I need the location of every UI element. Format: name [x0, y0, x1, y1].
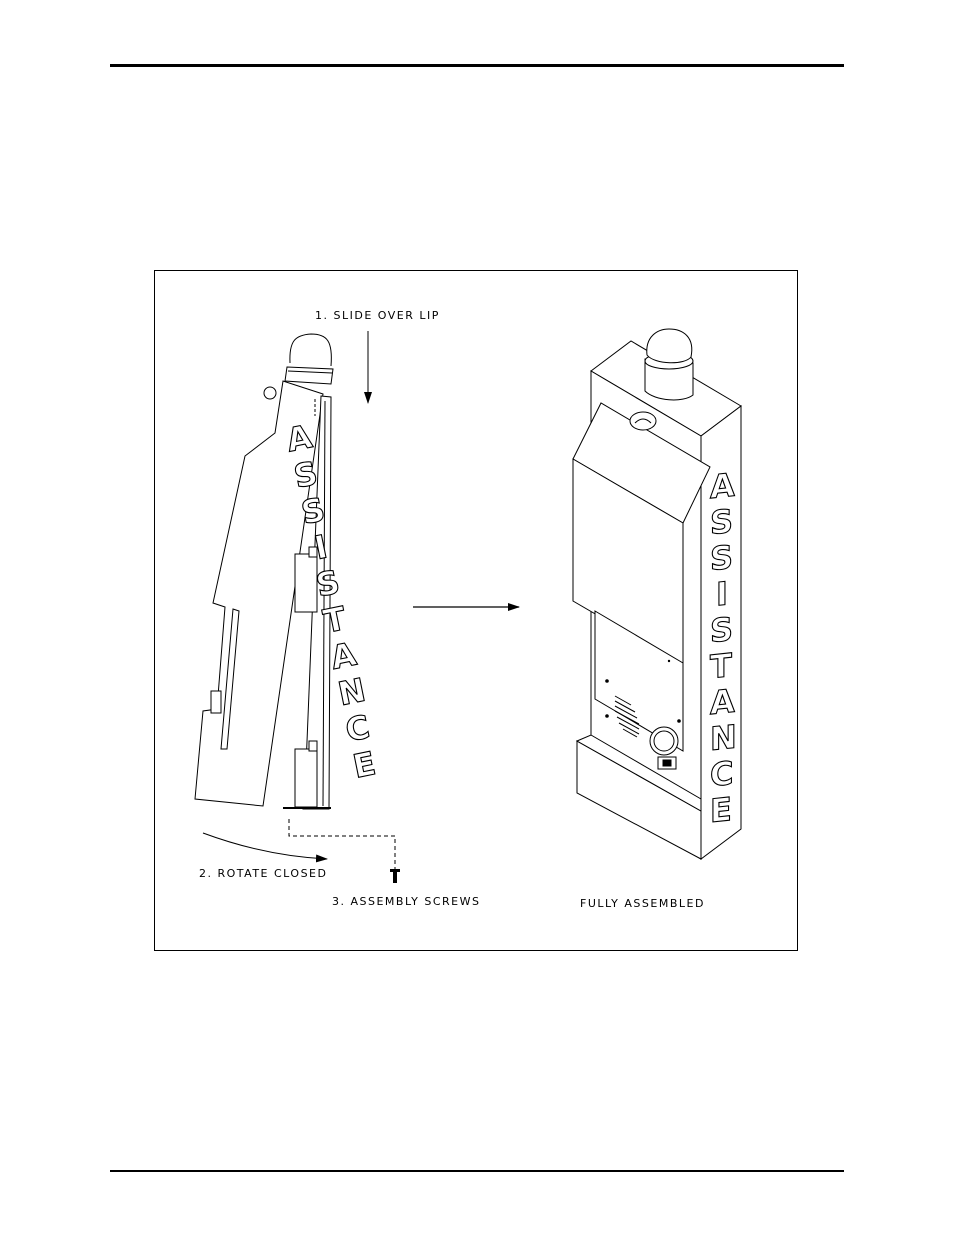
svg-text:A: A: [710, 466, 735, 507]
assembly-drawing: A S S I S T A N C E: [194, 309, 742, 910]
svg-text:N: N: [710, 718, 737, 759]
svg-text:C: C: [342, 708, 373, 750]
side-beacon-dome: [289, 333, 332, 367]
svg-text:A: A: [710, 682, 735, 723]
rotate-closed-arrow: [202, 832, 328, 863]
svg-text:S: S: [291, 454, 321, 496]
side-knob: [263, 386, 277, 400]
assembly-screw-leader: [288, 819, 396, 875]
svg-text:S: S: [710, 610, 733, 650]
assembly-figure: A S S I S T A N C E: [154, 270, 798, 951]
svg-text:T: T: [710, 646, 732, 686]
side-beacon-base: [284, 366, 334, 385]
keyswitch: [657, 756, 677, 770]
upper-bracket: [294, 553, 318, 613]
step2-label: 2. ROTATE CLOSED: [199, 867, 327, 880]
svg-text:I: I: [716, 574, 728, 613]
assembled-housing: [572, 328, 742, 860]
assembled-assistance-lettering: A S S I S T A N C E: [709, 465, 737, 831]
assembled-base-top: [575, 734, 702, 812]
step1-label: 1. SLIDE OVER LIP: [315, 309, 440, 322]
intercom-faceplate: [594, 610, 684, 752]
svg-text:S: S: [710, 502, 733, 542]
assembled-beacon-dome: [646, 328, 693, 364]
svg-text:E: E: [350, 744, 379, 786]
speaker-grille: [614, 695, 640, 738]
call-button: [649, 726, 679, 756]
result-label: FULLY ASSEMBLED: [580, 897, 705, 910]
footer-rule: [110, 1170, 844, 1172]
svg-text:S: S: [710, 538, 733, 578]
svg-text:N: N: [335, 671, 369, 714]
assembly-screw-icon: [390, 869, 400, 883]
lower-bracket: [294, 748, 318, 808]
svg-text:E: E: [710, 790, 732, 830]
svg-text:C: C: [710, 754, 733, 794]
step3-label: 3. ASSEMBLY SCREWS: [332, 895, 480, 908]
header-rule: [110, 64, 844, 67]
side-view-housing: [194, 333, 334, 810]
assembled-beacon-base: [644, 358, 694, 401]
svg-text:A: A: [328, 635, 360, 677]
side-keypad-edge: [220, 608, 240, 750]
faceplate-screws: [605, 659, 681, 723]
